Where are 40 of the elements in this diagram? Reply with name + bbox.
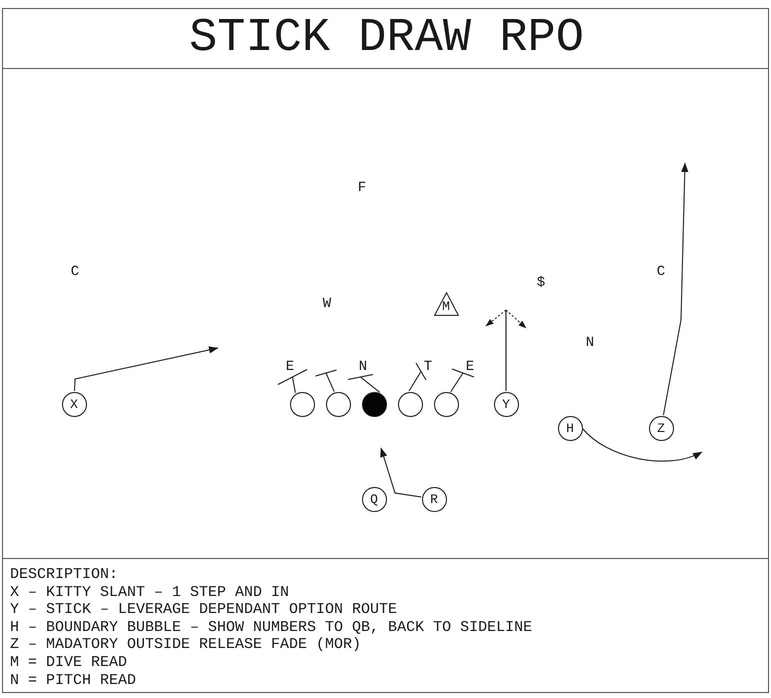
linebacker-triangle-marker: M [434,292,458,316]
block-line [315,370,337,392]
player-marker: Q [362,486,386,512]
player-marker: H [558,416,582,440]
route-arrow [380,448,422,498]
defender-label: T [421,357,435,377]
route-arrow [74,346,218,392]
defender-label: $ [536,276,546,290]
route-arrow [662,162,688,416]
description-line: M = DIVE READ [10,654,128,672]
description-line: H – BOUNDARY BUBBLE – SHOW NUMBERS TO QB, BACK TO SIDELINE [10,618,532,636]
defender-label: C [70,265,80,279]
block-line [278,369,308,394]
description-line: Z – MADATORY OUTSIDE RELEASE FADE (MOR) [10,636,362,654]
diagram-title: STICK DRAW RPO [188,15,584,62]
option-route-arrow [506,308,526,392]
description-line: X – KITTY SLANT – 1 STEP AND IN [10,584,290,602]
defender-label: N [586,336,594,350]
defender-label: C [656,265,666,279]
defender-label: E [463,357,477,377]
player-marker: R [422,486,446,512]
route-arrow [582,428,702,462]
lineman-marker [398,392,422,416]
defender-label: W [322,297,332,311]
lineman-marker [326,392,350,416]
description-line: N = PITCH READ [10,672,136,690]
defender-label: F [358,181,366,195]
lineman-marker [290,392,314,416]
block-line [348,374,380,393]
defender-label: N [358,357,368,377]
player-marker: Z [648,416,674,440]
description-heading: DESCRIPTION: [10,566,118,584]
lineman-marker [434,392,458,416]
block-line [408,362,426,392]
defender-label: E [283,357,297,377]
lineman-marker [362,392,386,416]
player-marker: X [62,392,86,416]
player-marker: Y [494,392,518,416]
description-line: Y – STICK – LEVERAGE DEPENDANT OPTION ROUTE [10,601,398,619]
block-line [450,368,474,392]
